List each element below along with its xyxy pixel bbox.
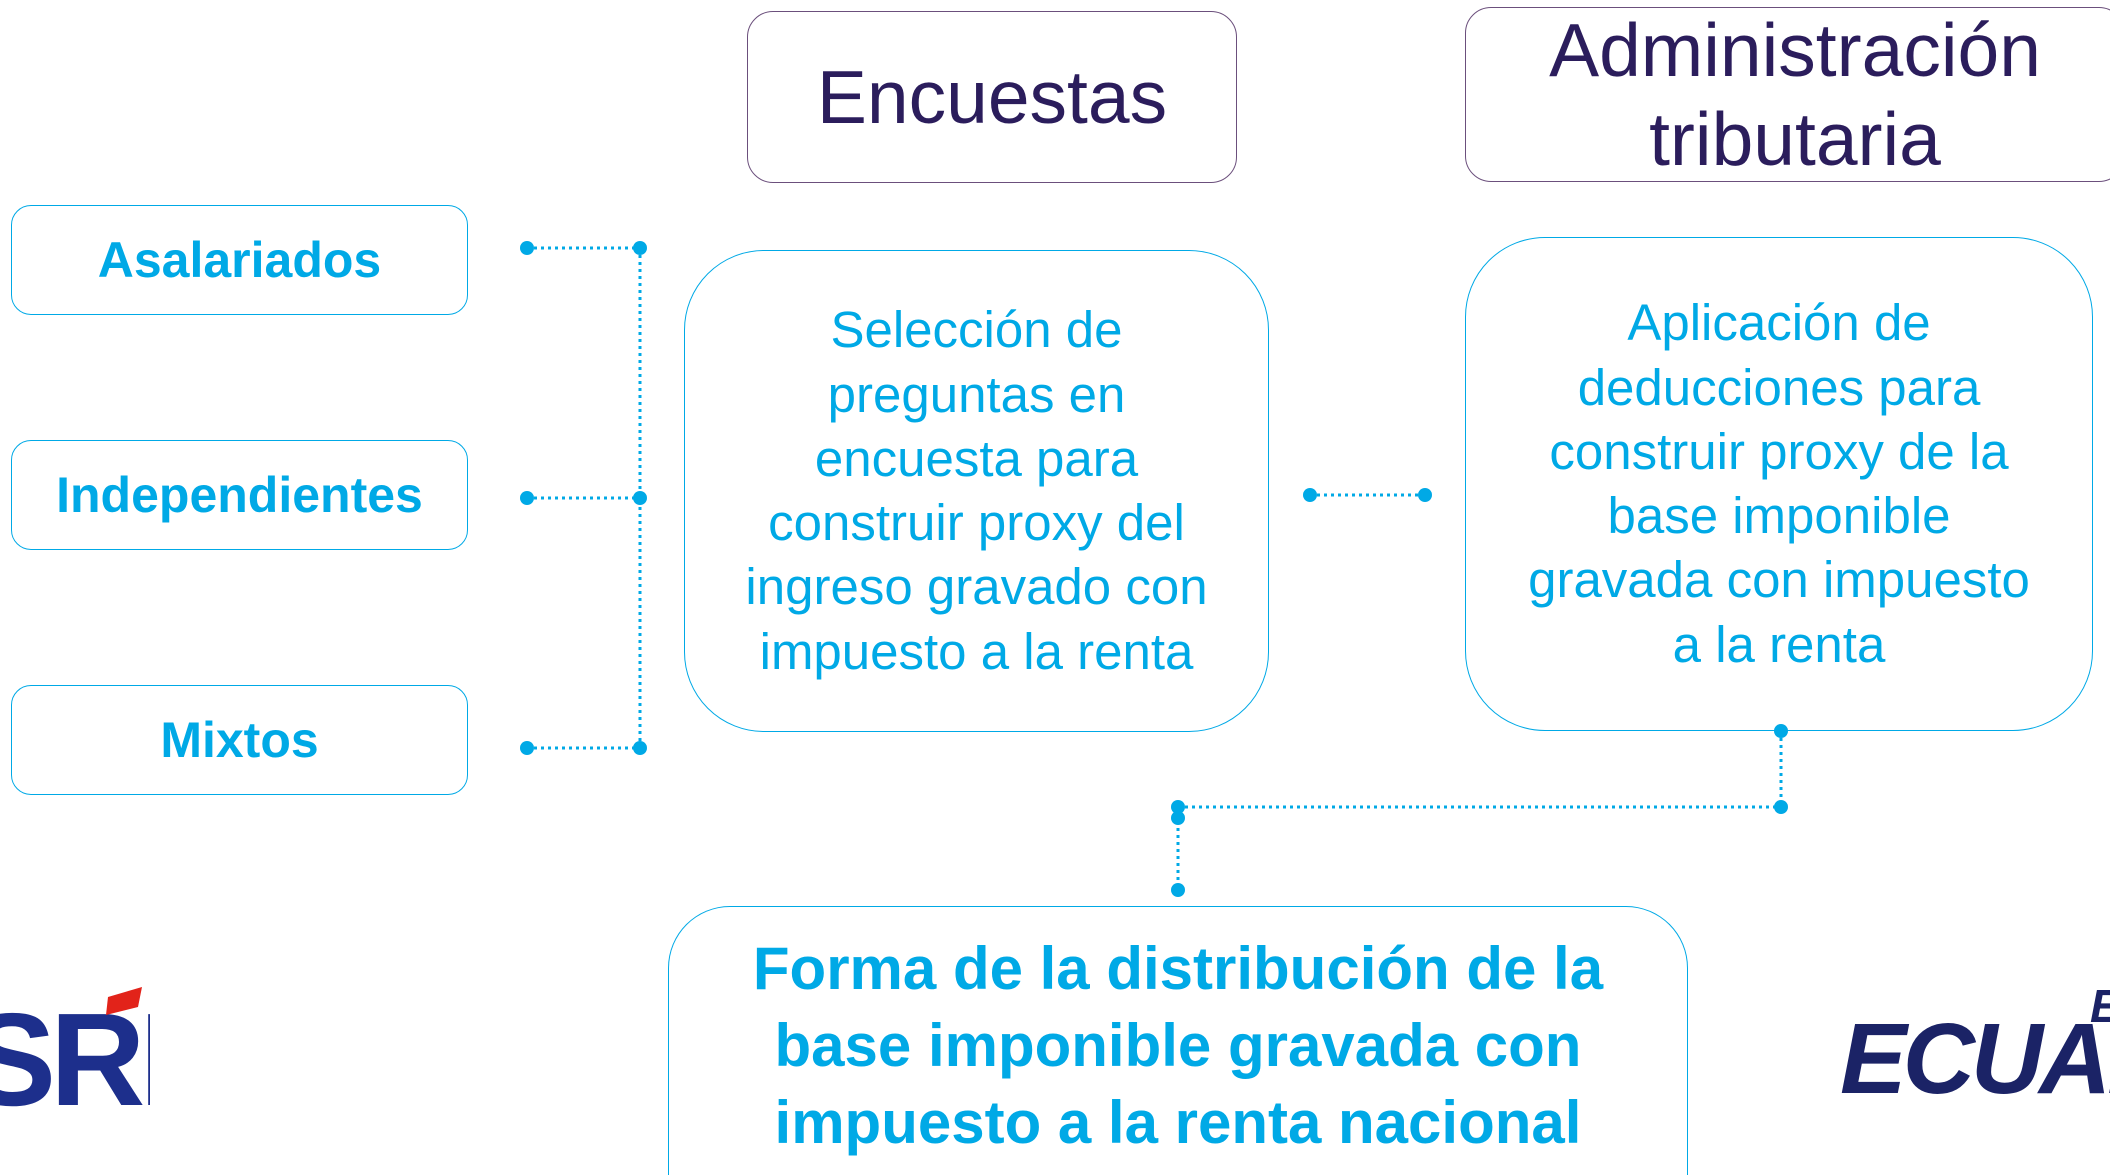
admin-process-text: Aplicación de deducciones para construir… bbox=[1528, 294, 2030, 673]
survey-process-text: Selección de preguntas en encuesta para … bbox=[745, 301, 1208, 680]
category-box-mixtos: Mixtos bbox=[11, 685, 468, 795]
administracion-header: Administración tributaria bbox=[1465, 7, 2110, 182]
survey-process-box: Selección de preguntas en encuesta para … bbox=[684, 250, 1269, 732]
result-box: Forma de la distribución de la base impo… bbox=[668, 906, 1688, 1175]
encuestas-header-label: Encuestas bbox=[816, 54, 1168, 139]
result-text: Forma de la distribución de la base impo… bbox=[752, 935, 1604, 1156]
category-label-mixtos: Mixtos bbox=[160, 712, 319, 768]
ecuador-logo: E ECUAD bbox=[1840, 980, 2110, 1105]
encuestas-header: Encuestas bbox=[747, 11, 1237, 183]
category-label-independientes: Independientes bbox=[56, 467, 423, 523]
svg-text:ECUAD: ECUAD bbox=[1840, 1003, 2110, 1105]
category-box-asalariados: Asalariados bbox=[11, 205, 468, 315]
sri-logo: SRI bbox=[0, 986, 150, 1125]
category-box-independientes: Independientes bbox=[11, 440, 468, 550]
administracion-header-label: Administración tributaria bbox=[1549, 8, 2041, 181]
svg-text:E: E bbox=[2090, 980, 2110, 1032]
category-label-asalariados: Asalariados bbox=[97, 232, 382, 288]
